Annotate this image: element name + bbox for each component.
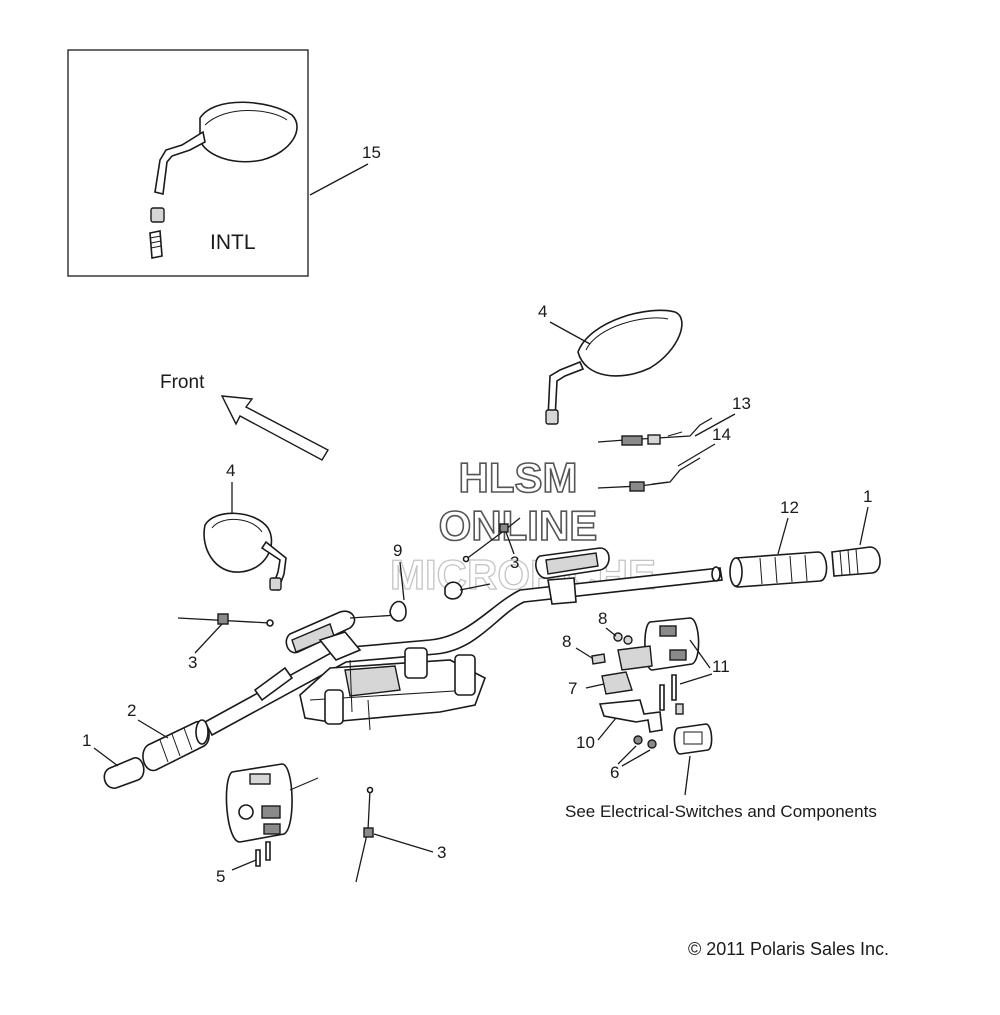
left-master-cylinder-icon (285, 610, 362, 661)
bracket-7-icon (601, 671, 633, 695)
grip-right-icon (729, 551, 828, 588)
callout-10: 10 (576, 733, 595, 752)
leader-6a (617, 745, 637, 765)
cable-13-icon (597, 417, 713, 446)
leader-7 (585, 683, 605, 689)
leader-4-right (549, 321, 591, 345)
leader-11b (679, 673, 713, 685)
callout-5: 5 (216, 867, 225, 886)
callout-8-top: 8 (598, 609, 607, 628)
callout-9: 9 (393, 541, 402, 560)
leader-3-bottom (373, 833, 434, 853)
mirror-left-icon (203, 512, 287, 592)
callout-1-right: 1 (863, 487, 872, 506)
callout-3-center: 3 (510, 553, 519, 572)
callout-4-right: 4 (538, 302, 547, 321)
leader-8-left (575, 647, 593, 659)
callout-3-bottom: 3 (437, 843, 446, 862)
leader-13 (694, 413, 736, 437)
callout-2: 2 (127, 701, 136, 720)
strap-left-icon (177, 613, 274, 627)
front-arrow-icon (220, 395, 329, 461)
callout-6: 6 (610, 763, 619, 782)
strap-bottom-icon (355, 786, 374, 883)
leader-3-left (194, 623, 223, 654)
callout-11: 11 (712, 657, 730, 676)
intl-mirror-icon (149, 101, 298, 259)
mirror-right-icon (545, 309, 683, 425)
copyright: © 2011 Polaris Sales Inc. (688, 939, 889, 959)
screws-11-icon (659, 674, 684, 715)
screw-8-top-icon (613, 632, 633, 645)
callout-13: 13 (732, 394, 751, 413)
leader-switch-pad (684, 755, 691, 796)
leader-5 (231, 859, 257, 871)
callout-3-left: 3 (188, 653, 197, 672)
screw-8-left-icon (591, 653, 606, 665)
callout-14: 14 (712, 425, 731, 444)
front-direction: Front (160, 372, 329, 461)
cable-14-icon (597, 457, 701, 492)
watermark-line1: HLSM (459, 454, 578, 501)
callout-8-left: 8 (562, 632, 571, 651)
leader-2 (137, 719, 169, 739)
front-label: Front (160, 372, 205, 393)
watermark-line2: ONLINE (439, 502, 598, 549)
strap-center-icon (462, 517, 521, 563)
leader-10 (597, 717, 617, 741)
leader-11a (689, 639, 711, 669)
intl-inset: INTL 15 (67, 49, 381, 277)
end-cap-left-icon (103, 757, 145, 789)
right-master-cylinder-icon (535, 547, 610, 605)
grip-left-icon (142, 719, 210, 772)
leader-15 (309, 163, 369, 196)
leader-14 (677, 443, 716, 467)
intl-label: INTL (210, 231, 256, 254)
switch-pad-icon (673, 723, 713, 755)
switch-housing-right-icon (617, 617, 700, 671)
nut-6-icon (633, 735, 657, 749)
callout-12: 12 (780, 498, 799, 517)
screws-5-icon (255, 841, 271, 867)
leader-1-right (859, 506, 869, 546)
callout-1-left: 1 (82, 731, 91, 750)
callout-4-left: 4 (226, 461, 235, 480)
handlebar-icon (203, 566, 723, 737)
leader-1-left (93, 747, 119, 767)
leader-6b (621, 749, 651, 767)
switch-housing-left-icon (225, 763, 319, 843)
bracket-10-icon (598, 699, 663, 733)
end-cap-right-icon (831, 546, 881, 577)
watermark: HLSM ONLINE MICROFICHE (389, 453, 656, 598)
triple-clamp-icon (299, 647, 486, 731)
leader-3-center (505, 531, 515, 555)
leader-9 (399, 561, 405, 601)
callout-7: 7 (568, 679, 577, 698)
leader-12 (777, 517, 789, 555)
clip-9-icon (349, 581, 491, 622)
leader-8-top (605, 627, 617, 637)
callout-15: 15 (362, 143, 381, 162)
reference-note: See Electrical-Switches and Components (565, 802, 877, 821)
